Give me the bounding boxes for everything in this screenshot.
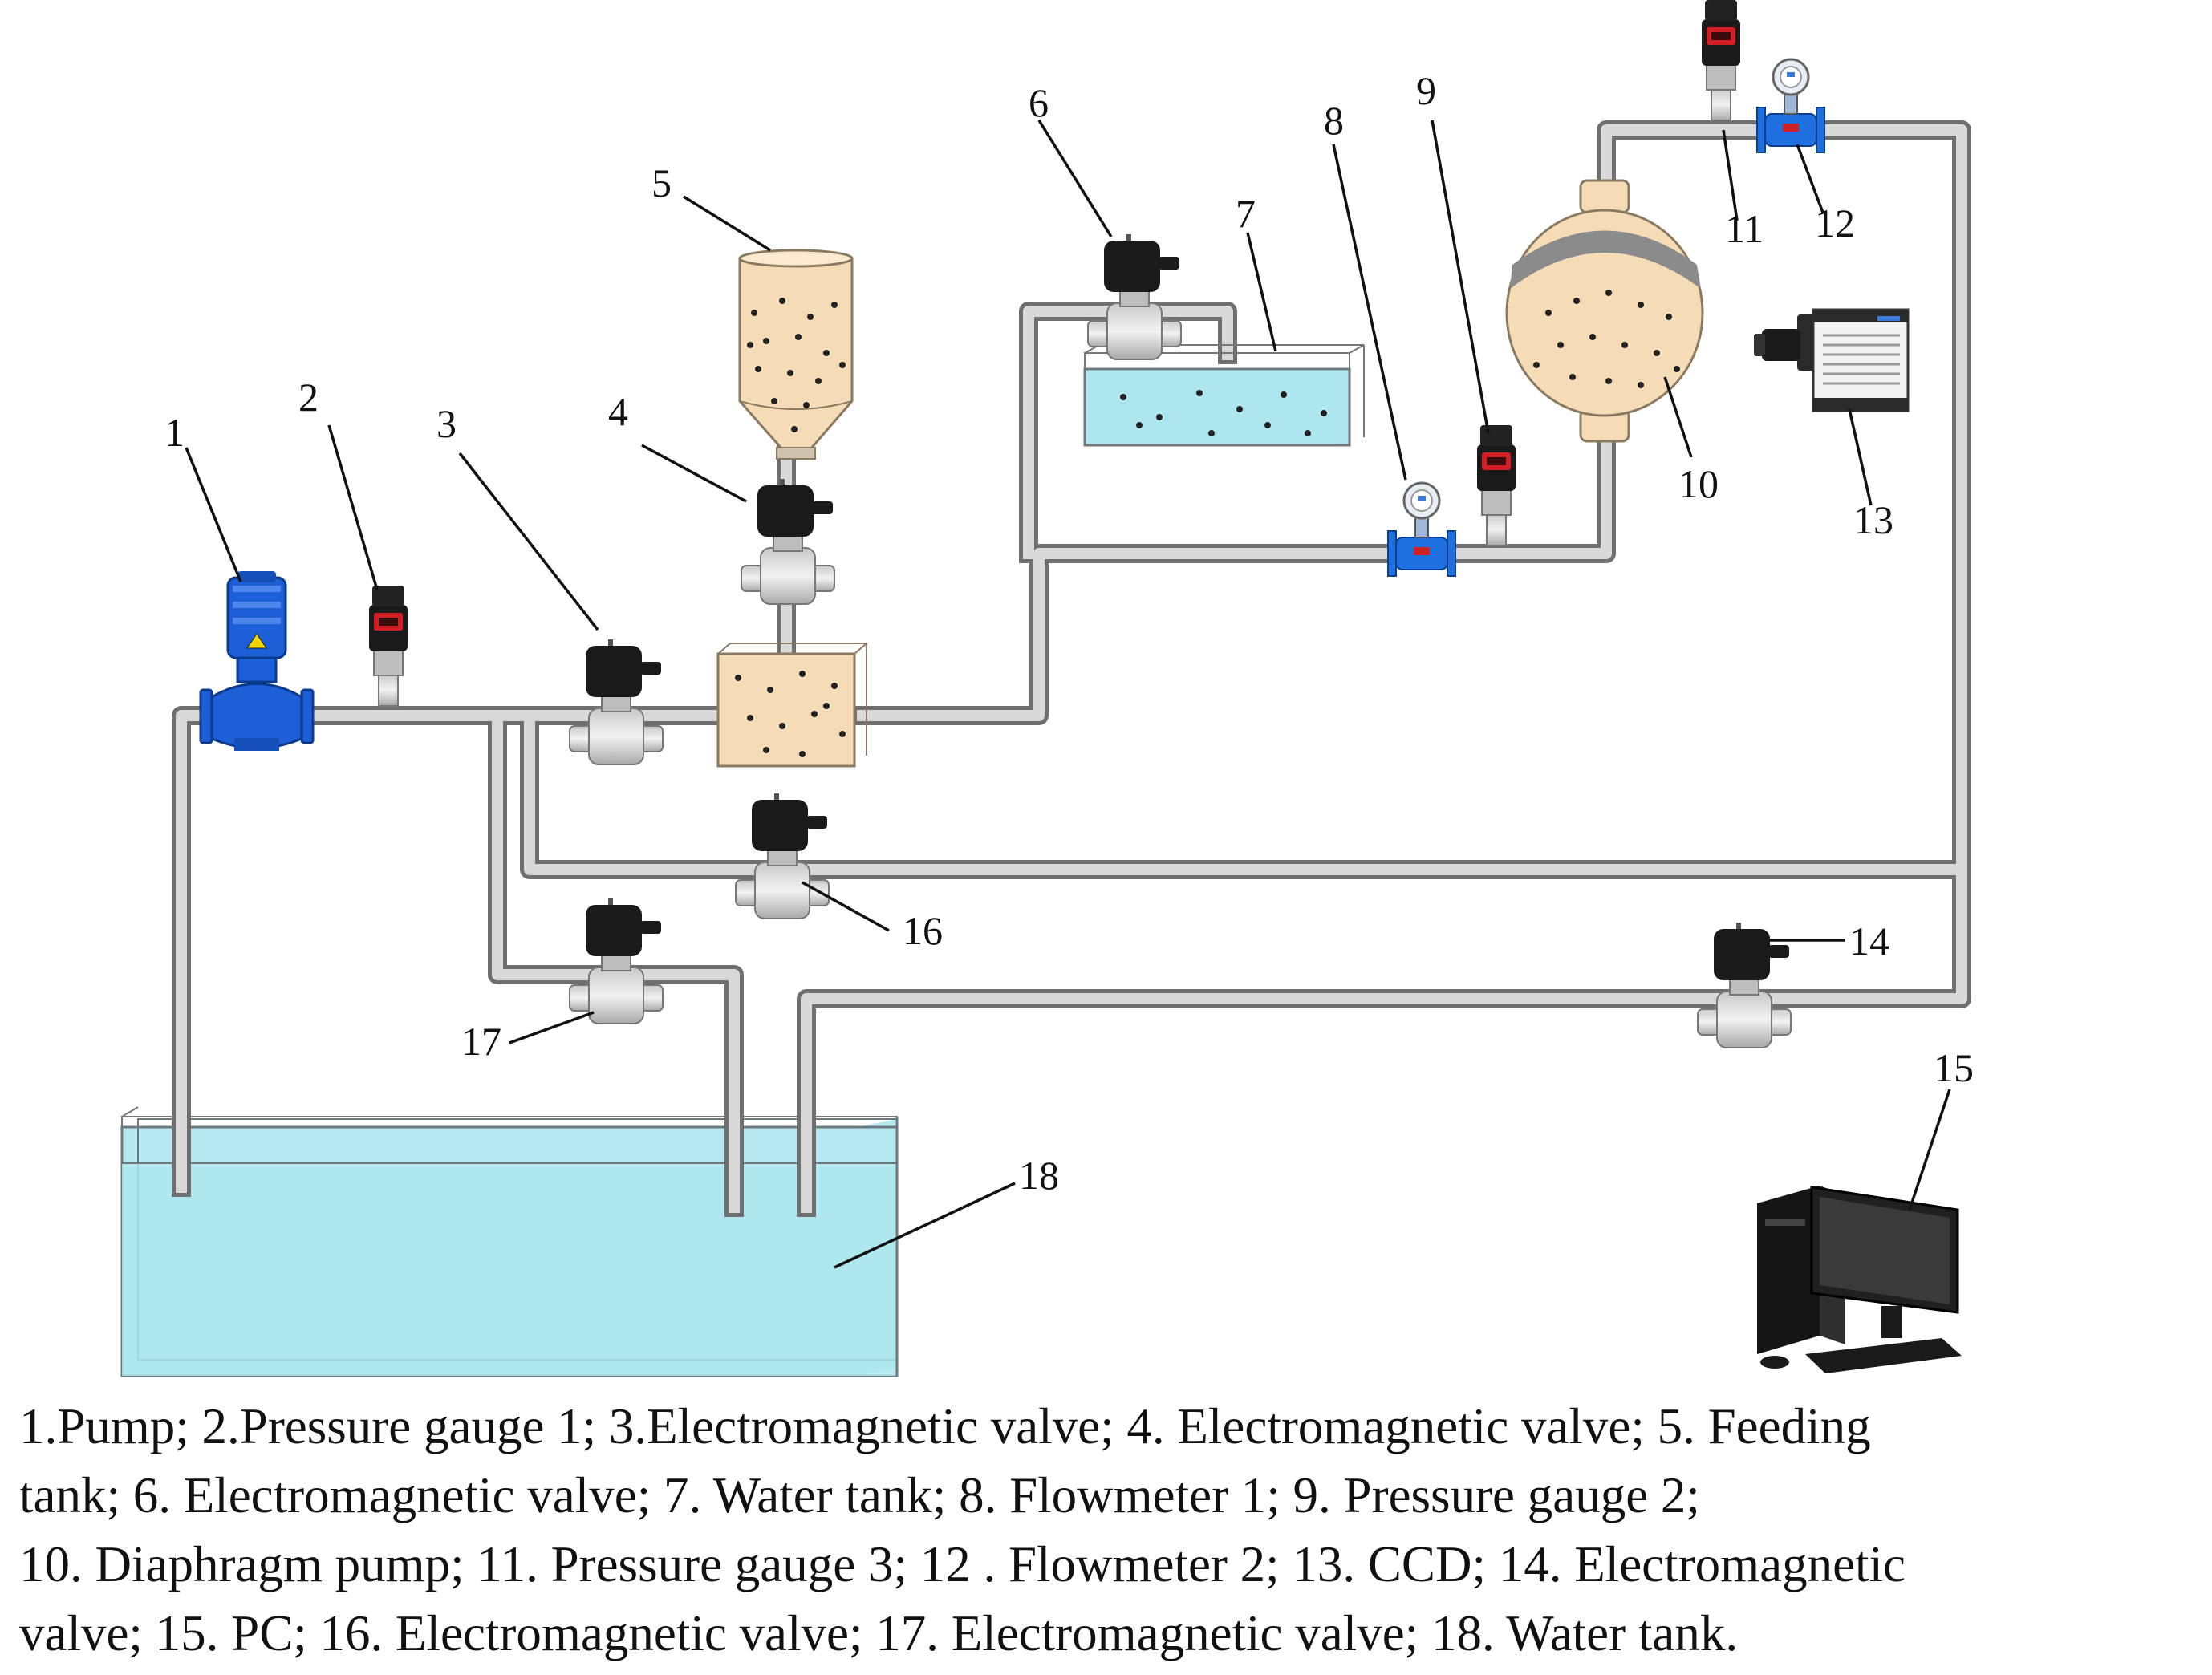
flowmeter-2 [1755, 58, 1826, 154]
label-10: 10 [1678, 461, 1719, 506]
label-14: 14 [1849, 919, 1889, 963]
label-1: 1 [164, 410, 185, 455]
label-16: 16 [903, 908, 943, 953]
label-4: 4 [608, 389, 628, 434]
electromagnetic-valve-3 [569, 639, 664, 765]
feeding-tank-5 [738, 249, 854, 460]
experimental-setup-diagram: 1 2 3 4 5 6 7 8 9 10 11 12 13 14 15 16 1… [120, 0, 1974, 1377]
diaphragm-pump-10 [1505, 179, 1704, 443]
label-13: 13 [1853, 497, 1893, 542]
label-6: 6 [1029, 80, 1049, 125]
caption-line-4: valve; 15. PC; 16. Electromagnetic valve… [19, 1605, 1739, 1661]
label-18: 18 [1019, 1153, 1059, 1198]
flowmeter-1 [1386, 481, 1457, 578]
label-8: 8 [1324, 98, 1344, 143]
pressure-gauge-1 [368, 585, 408, 707]
pressure-gauge-3 [1701, 0, 1741, 121]
leader-lines [185, 120, 1951, 1269]
label-5: 5 [651, 160, 672, 205]
pump-1 [199, 571, 315, 751]
label-7: 7 [1236, 191, 1256, 236]
caption-line-3: 10. Diaphragm pump; 11. Pressure gauge 3… [19, 1536, 1906, 1592]
label-11: 11 [1725, 206, 1764, 251]
label-3: 3 [436, 401, 457, 446]
water-tank-18 [120, 1106, 899, 1377]
label-15: 15 [1934, 1045, 1974, 1090]
label-9: 9 [1416, 68, 1436, 113]
electromagnetic-valve-6 [1087, 233, 1182, 360]
caption-line-2: tank; 6. Electromagnetic valve; 7. Water… [19, 1467, 1700, 1523]
caption-line-1: 1.Pump; 2.Pressure gauge 1; 3.Electromag… [19, 1398, 1871, 1454]
pc-15 [1757, 1186, 1962, 1373]
label-17: 17 [461, 1019, 501, 1064]
mixing-box [716, 643, 867, 768]
electromagnetic-valve-16 [735, 793, 830, 919]
ccd-camera-13 [1754, 308, 1910, 412]
electromagnetic-valve-4 [741, 478, 835, 605]
label-2: 2 [298, 375, 319, 420]
water-tank-7 [1083, 344, 1365, 447]
figure-caption: 1.Pump; 2.Pressure gauge 1; 3.Electromag… [19, 1392, 2198, 1668]
electromagnetic-valve-17 [569, 898, 664, 1024]
label-12: 12 [1815, 201, 1855, 245]
pipe-network [172, 120, 1971, 1217]
number-labels: 1 2 3 4 5 6 7 8 9 10 11 12 13 14 15 16 1… [164, 68, 1974, 1198]
pressure-gauge-2 [1476, 424, 1516, 546]
